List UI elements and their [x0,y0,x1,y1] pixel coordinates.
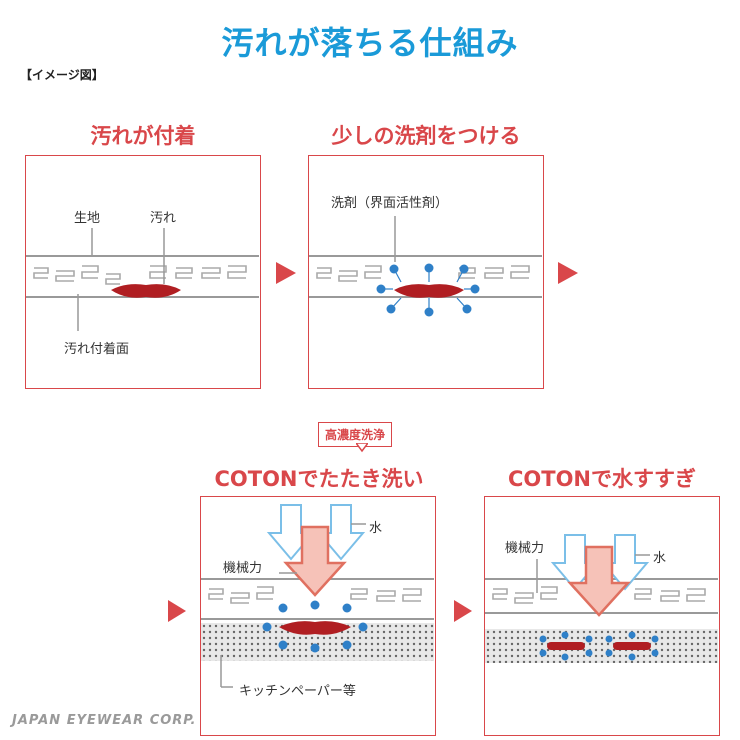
label-stain-surface: 汚れ付着面 [64,342,130,357]
badge-pointer-icon [356,443,368,453]
footer-brand: JAPAN EYEWEAR CORP. [12,713,197,728]
label-mechanical: 機械力 [223,561,263,576]
arrow-right-icon [454,600,472,622]
label-fabric: 生地 [74,211,101,226]
fabric-fibers [33,265,247,285]
step3-panel: 機械力 水 キッチンペーパー等 [200,496,436,736]
step1-panel: 生地 汚れ 汚れ付着面 [25,155,261,389]
mechanical-force-arrow [283,525,347,597]
arrow-right-icon [276,262,296,284]
arrow-right-icon [558,262,578,284]
step1-diagram [26,228,259,331]
step4-panel: 機械力 水 [484,496,720,736]
label-kitchen-paper: キッチンペーパー等 [239,684,356,699]
step3-title: COTONでたたき洗い [214,467,424,491]
image-label: 【イメージ図】 [20,68,104,82]
step1-title: 汚れが付着 [90,124,196,148]
step4-title: COTONで水すすぎ [507,467,696,491]
arrow-right-icon [168,600,186,622]
label-mechanical: 機械力 [505,541,545,556]
label-stain: 汚れ [150,211,177,226]
step2-diagram [309,216,542,317]
step2-title: 少しの洗剤をつける [331,124,521,148]
step3-diagram [201,504,434,688]
label-water: 水 [653,551,667,566]
page-title: 汚れが落ちる仕組み [221,24,519,62]
label-detergent: 洗剤（界面活性剤） [331,196,449,211]
step4-diagram [485,534,718,663]
high-concentration-badge: 高濃度洗浄 [318,422,393,447]
step2-panel: 洗剤（界面活性剤） [308,155,544,389]
stain-shape [111,284,181,298]
label-water: 水 [369,521,383,536]
